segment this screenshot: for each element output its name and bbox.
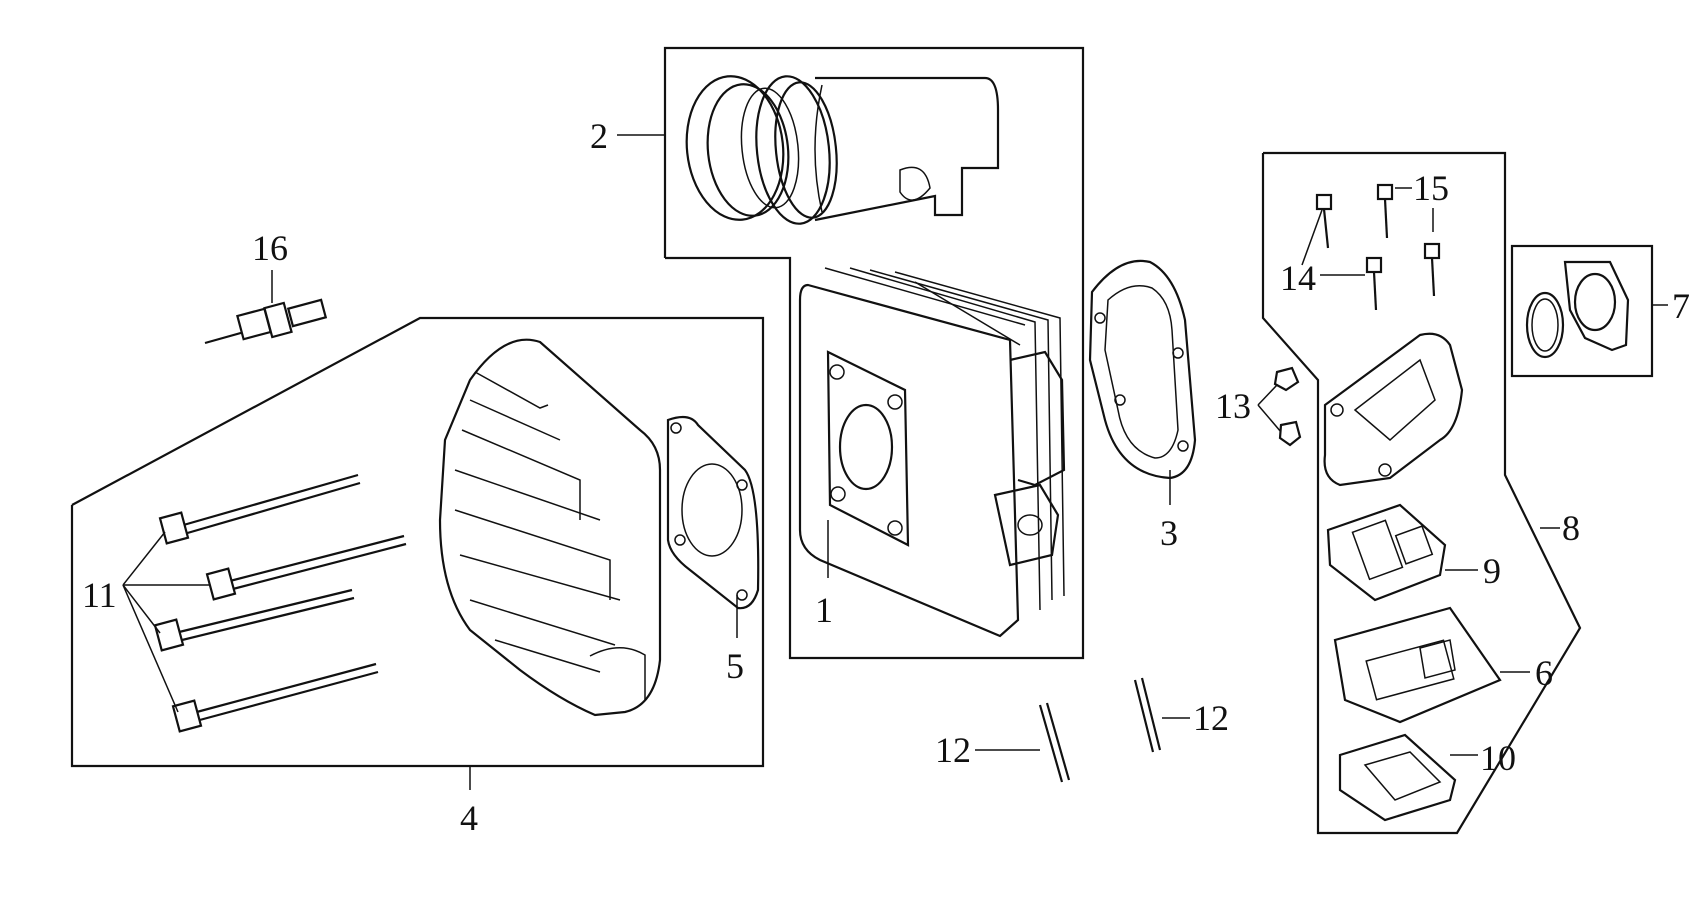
piston-cylinder-group-frame <box>663 46 1085 660</box>
callout-16: 16 <box>252 228 288 268</box>
callout-2: 2 <box>590 116 608 156</box>
cylinder-icon <box>798 267 1066 638</box>
cylinder-head-group-frame <box>70 316 765 768</box>
reed-base-gasket-icon <box>1338 733 1457 822</box>
nut-icon <box>1273 366 1302 447</box>
screw-icon <box>1315 183 1441 311</box>
head-gasket-icon <box>666 415 760 610</box>
base-gasket-icon <box>1088 259 1197 480</box>
callout-5: 5 <box>726 646 744 686</box>
cylinder-head-icon <box>438 338 662 717</box>
callout-13: 13 <box>1215 386 1251 426</box>
reed-valve-group-frame <box>1261 151 1582 835</box>
callout-15: 15 <box>1413 168 1449 208</box>
callout-1: 1 <box>815 590 833 630</box>
reed-housing-icon <box>1323 332 1464 487</box>
spark-plug-icon <box>204 298 328 345</box>
piston-icon <box>685 75 1000 225</box>
callout-6: 6 <box>1535 653 1553 693</box>
reed-valve-icon <box>1333 606 1502 724</box>
callout-12-left: 12 <box>935 730 971 770</box>
reed-gasket-icon <box>1326 503 1447 602</box>
callout-4: 4 <box>460 798 478 838</box>
callout-9: 9 <box>1483 551 1501 591</box>
callout-7: 7 <box>1672 286 1690 326</box>
callout-12-right: 12 <box>1193 698 1229 738</box>
callout-3: 3 <box>1160 513 1178 553</box>
stud-icon <box>1038 677 1162 783</box>
head-bolt-icon <box>153 473 407 733</box>
callout-8: 8 <box>1562 508 1580 548</box>
leader-lines <box>122 134 1668 790</box>
intake-manifold-group-frame <box>1510 244 1654 378</box>
callout-10: 10 <box>1480 738 1516 778</box>
callout-14: 14 <box>1280 258 1316 298</box>
callout-11: 11 <box>82 575 117 615</box>
intake-manifold-icon <box>1525 260 1630 359</box>
